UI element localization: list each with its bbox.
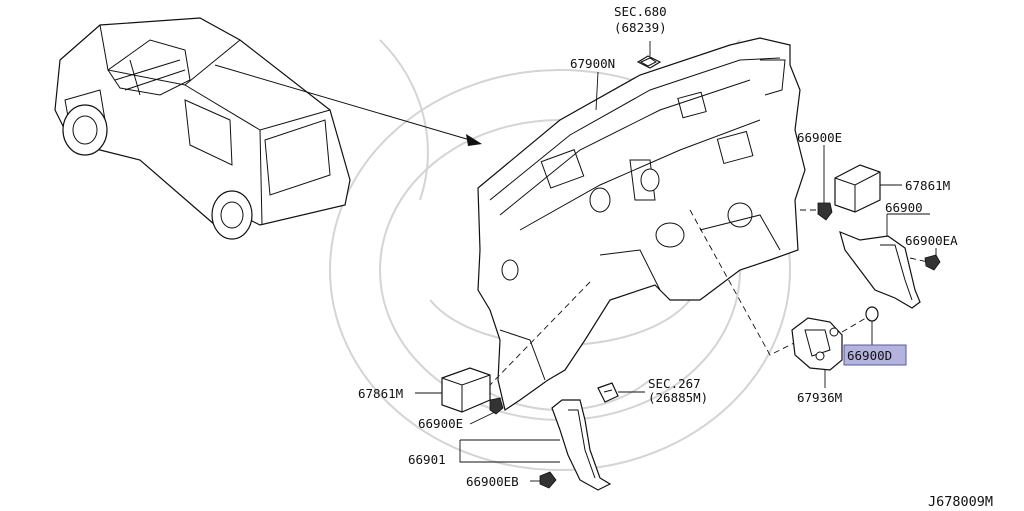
label-67936m[interactable]: 67936M [797,390,842,405]
dashed-leader-left [489,281,591,386]
kick-plate-left-icon [459,399,612,491]
dashed-leader-clip-ea [909,257,929,263]
label-67861m-left[interactable]: 67861M [358,386,403,401]
pad-block-right-icon [834,164,902,213]
cap-d-icon [865,306,879,345]
label-sec680-ref: (68239) [614,20,667,35]
highlight-66900d [843,344,907,366]
label-sec267-ref: (26885M) [648,390,708,405]
pointer-arrow [214,64,482,146]
kick-plate-right-icon [839,213,930,309]
label-66901[interactable]: 66901 [408,452,446,467]
dash-insulator-panel [477,37,806,411]
clip-top-icon [817,145,833,221]
clip-eb-icon [530,471,557,489]
label-66900eb[interactable]: 66900EB [466,474,519,489]
dashed-leader-right [689,209,801,356]
label-66900e-top[interactable]: 66900E [797,130,842,145]
label-66900ea[interactable]: 66900EA [905,233,958,248]
label-sec680[interactable]: SEC.680 [614,4,667,19]
diagram-id: J678009M [928,494,993,510]
label-67861m-right[interactable]: 67861M [905,178,950,193]
clip-sec267-icon [597,382,645,403]
label-66900[interactable]: 66900 [885,200,923,215]
sec680-pad-icon [636,41,662,69]
clip-bottom-icon [469,397,504,425]
bracket-67936m-icon [791,317,843,388]
vehicle-overview-icon [54,17,351,240]
label-66900d[interactable]: 66900D [847,348,892,363]
clip-ea-icon [924,248,941,271]
pad-block-left-icon [415,367,491,413]
label-sec267[interactable]: SEC.267 [648,376,701,391]
label-67900n[interactable]: 67900N [570,56,615,71]
dashed-leader-clip-d [841,317,867,333]
label-66900e-bottom[interactable]: 66900E [418,416,463,431]
